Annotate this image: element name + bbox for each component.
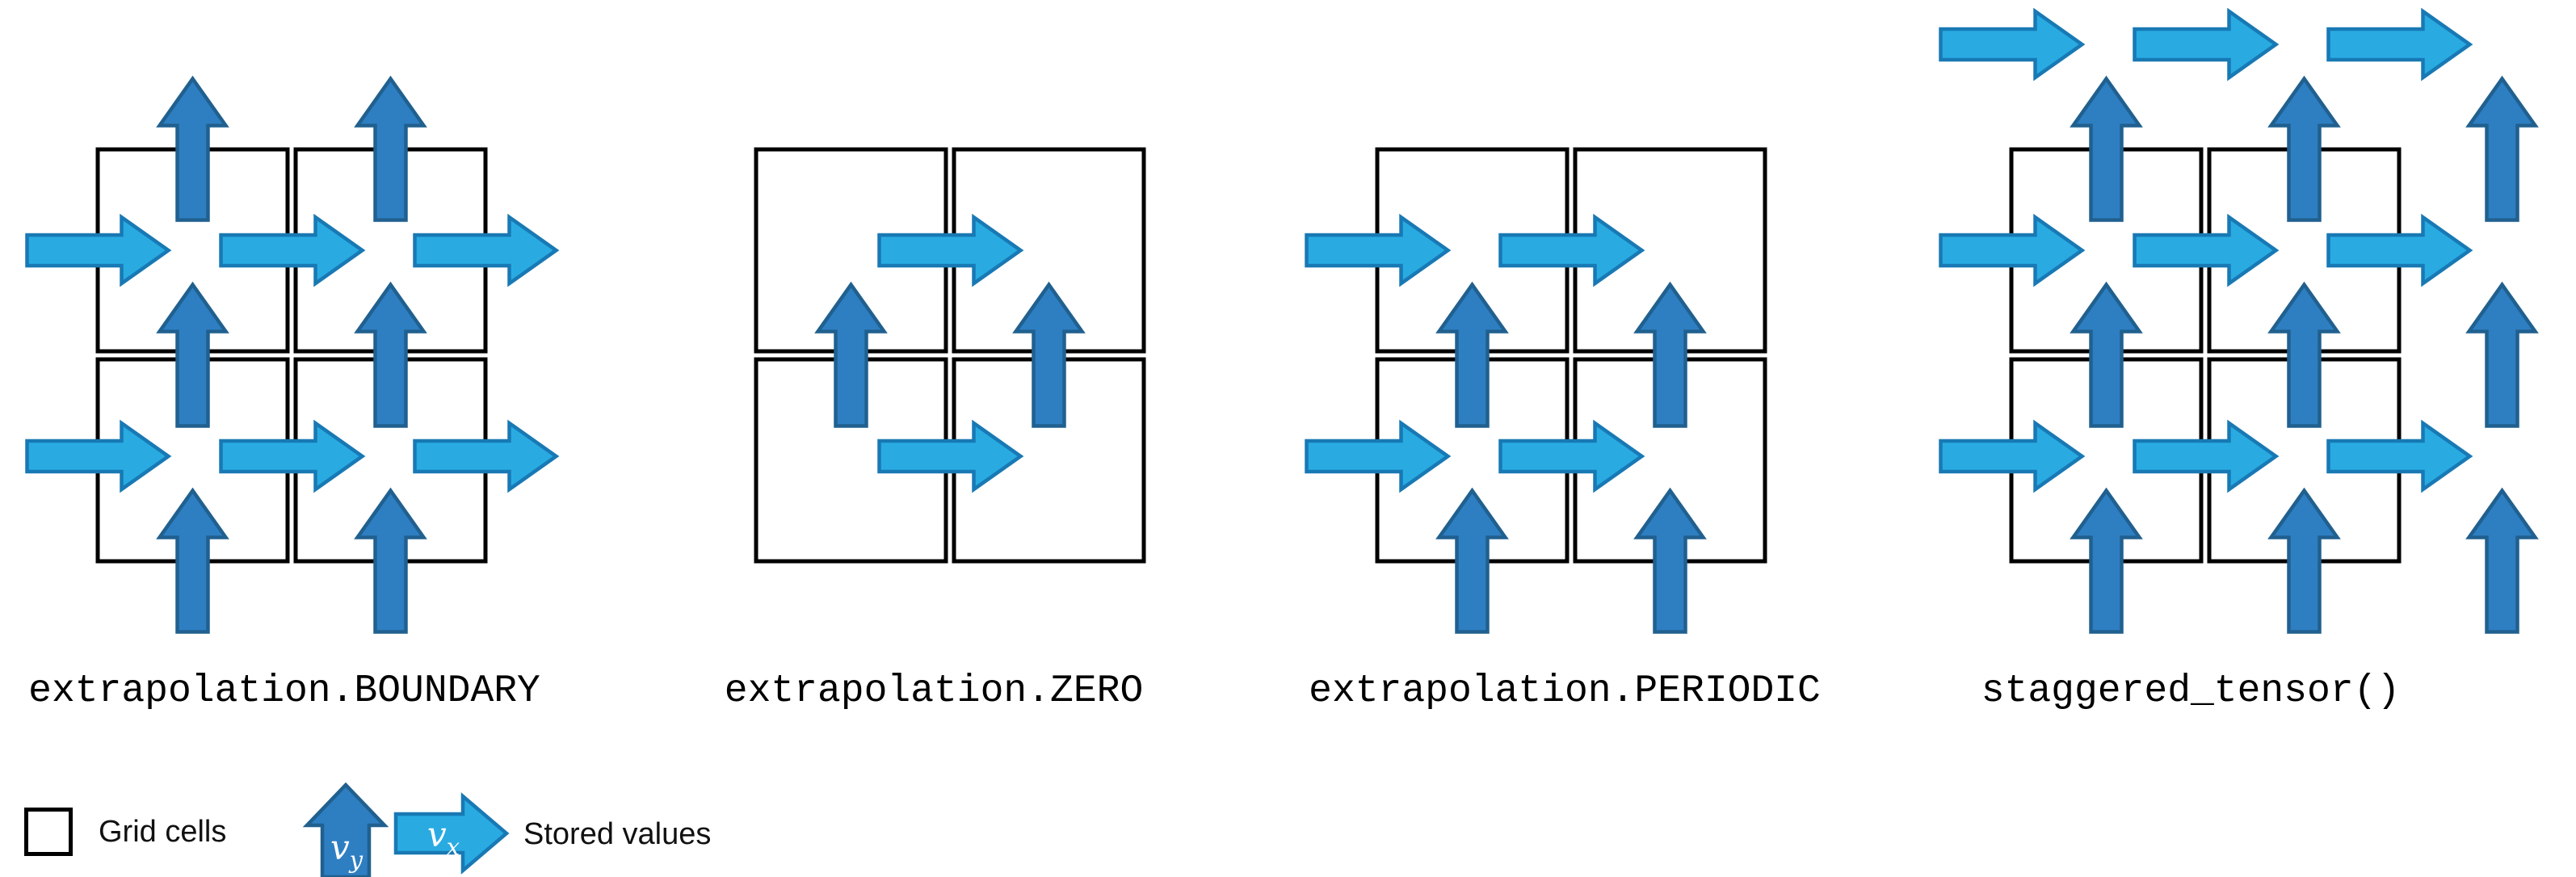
vy-arrow-zero: [1012, 281, 1086, 428]
vy-arrow-zero: [814, 281, 888, 428]
vx-arrow-zero: [877, 419, 1024, 493]
vx-arrow-staggered_tensor: [2133, 7, 2280, 82]
vy-arrow-label: vy: [330, 827, 363, 872]
vy-arrow-boundary: [354, 75, 427, 222]
caption-extrapolation-boundary: extrapolation.BOUNDARY: [28, 669, 540, 713]
vy-arrow-staggered_tensor: [2267, 75, 2341, 222]
caption-extrapolation-periodic: extrapolation.PERIODIC: [1309, 669, 1821, 713]
vx-arrow-boundary: [25, 213, 172, 287]
vx-arrow-label: vx: [427, 814, 460, 859]
vx-arrow-boundary: [413, 213, 560, 287]
vy-arrow-staggered_tensor: [2070, 75, 2143, 222]
vx-arrow-periodic: [1305, 419, 1452, 493]
vy-arrow-staggered_tensor: [2070, 487, 2143, 634]
grid-cell-legend-swatch: [24, 808, 73, 856]
vy-arrow-periodic: [1435, 281, 1509, 428]
caption-staggered-tensor: staggered_tensor(): [1981, 669, 2401, 713]
vy-arrow-staggered_tensor: [2267, 487, 2341, 634]
vx-arrow-staggered_tensor: [1939, 419, 2086, 493]
vx-arrow-staggered_tensor: [2326, 7, 2473, 82]
vy-arrow-boundary: [156, 75, 229, 222]
vy-arrow-periodic: [1633, 281, 1707, 428]
caption-extrapolation-zero: extrapolation.ZERO: [724, 669, 1144, 713]
vx-subscript: x: [446, 833, 460, 861]
vx-arrow-periodic: [1498, 213, 1645, 287]
vy-arrow-staggered_tensor: [2267, 281, 2341, 428]
vx-arrow-staggered_tensor: [1939, 7, 2086, 82]
vx-symbol: v: [427, 814, 447, 854]
vx-arrow-staggered_tensor: [2133, 213, 2280, 287]
vy-arrow-periodic: [1435, 487, 1509, 634]
legend-vx-arrow: [393, 792, 510, 875]
vy-arrow-boundary: [156, 281, 229, 428]
vx-arrow-staggered_tensor: [2133, 419, 2280, 493]
vx-arrow-periodic: [1498, 419, 1645, 493]
vx-arrow-staggered_tensor: [2326, 419, 2473, 493]
vx-arrow-zero: [877, 213, 1024, 287]
grid-cells-label: Grid cells: [99, 815, 227, 849]
vy-subscript: y: [349, 846, 363, 874]
vy-arrow-boundary: [156, 487, 229, 634]
vx-arrow-staggered_tensor: [2326, 213, 2473, 287]
vy-arrow-boundary: [354, 487, 427, 634]
vy-arrow-staggered_tensor: [2465, 75, 2539, 222]
vy-arrow-staggered_tensor: [2465, 487, 2539, 634]
legend-vy-arrow: [302, 782, 389, 877]
vy-symbol: v: [330, 827, 350, 867]
vx-arrow-boundary: [25, 419, 172, 493]
vx-arrow-boundary: [413, 419, 560, 493]
vy-arrow-boundary: [354, 281, 427, 428]
vy-arrow-staggered_tensor: [2465, 281, 2539, 428]
vx-arrow-boundary: [219, 419, 366, 493]
vx-arrow-boundary: [219, 213, 366, 287]
vx-arrow-periodic: [1305, 213, 1452, 287]
vy-arrow-staggered_tensor: [2070, 281, 2143, 428]
vy-arrow-periodic: [1633, 487, 1707, 634]
vx-arrow-staggered_tensor: [1939, 213, 2086, 287]
stored-values-label: Stored values: [523, 817, 712, 851]
